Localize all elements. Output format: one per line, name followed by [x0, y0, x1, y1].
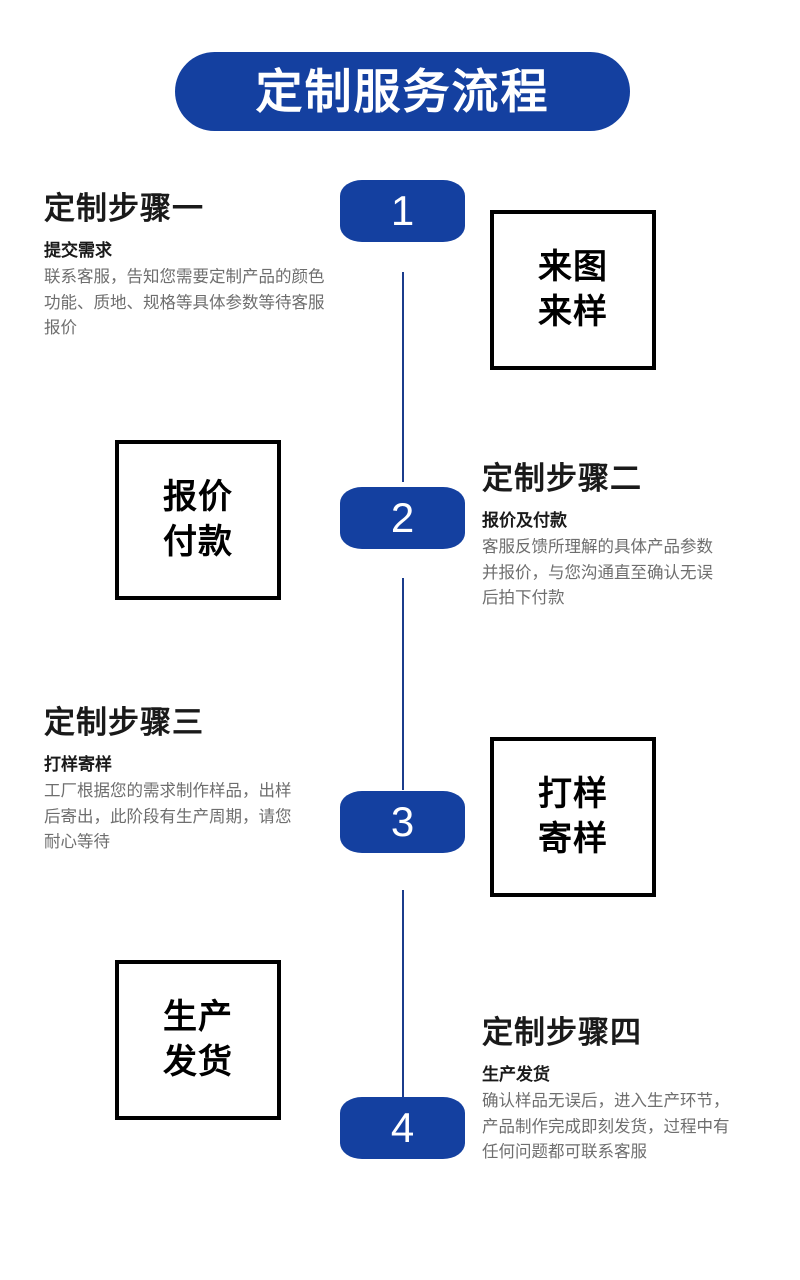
- timeline-spine-segment-1-2: [402, 272, 404, 482]
- step-2-body: 客服反馈所理解的具体产品参数 并报价，与您沟通直至确认无误 后拍下付款: [482, 538, 713, 608]
- step-1-body: 联系客服，告知您需要定制产品的颜色 功能、质地、规格等具体参数等待客服 报价: [44, 268, 325, 338]
- step-1-label-box: 来图 来样: [490, 210, 656, 370]
- step-3-label-box: 打样 寄样: [490, 737, 656, 897]
- step-1-number: 1: [390, 187, 415, 234]
- step-1-number-badge[interactable]: 1: [340, 180, 465, 242]
- step-3-number: 3: [390, 798, 415, 845]
- step-4-subtitle: 生产发货: [482, 1065, 550, 1085]
- step-4-label-box: 生产 发货: [115, 960, 281, 1120]
- step-3-box-line-1: 打样: [538, 775, 608, 814]
- step-4-number: 4: [390, 1104, 415, 1151]
- timeline-spine-segment-2-3: [402, 578, 404, 790]
- page-title-banner: 定制服务流程: [175, 52, 630, 131]
- step-1-box-line-1: 来图: [538, 248, 608, 287]
- step-1-box-line-2: 来样: [538, 293, 608, 331]
- step-2-subtitle: 报价及付款: [482, 511, 567, 531]
- step-1-text-block: 定制步骤一 提交需求 联系客服，告知您需要定制产品的颜色 功能、质地、规格等具体…: [44, 191, 389, 342]
- step-4-text-block: 定制步骤四 生产发货 确认样品无误后，进入生产环节， 产品制作完成即刻发货，过程…: [482, 1015, 800, 1166]
- step-2-box-line-1: 报价: [163, 478, 233, 517]
- step-1-subtitle: 提交需求: [44, 241, 112, 261]
- step-3-box-line-2: 寄样: [538, 820, 608, 858]
- step-4-heading: 定制步骤四: [482, 1015, 642, 1050]
- step-2-text-block: 定制步骤二 报价及付款 客服反馈所理解的具体产品参数 并报价，与您沟通直至确认无…: [482, 461, 800, 612]
- step-3-text-block: 定制步骤三 打样寄样 工厂根据您的需求制作样品，出样 后寄出，此阶段有生产周期，…: [44, 705, 389, 856]
- timeline-spine-segment-3-4: [402, 890, 404, 1098]
- step-1-heading: 定制步骤一: [44, 191, 204, 226]
- step-3-heading: 定制步骤三: [44, 705, 204, 740]
- step-2-box-line-2: 付款: [163, 523, 233, 561]
- step-3-number-badge[interactable]: 3: [340, 791, 465, 853]
- step-4-body: 确认样品无误后，进入生产环节， 产品制作完成即刻发货，过程中有 任何问题都可联系…: [482, 1092, 730, 1162]
- page-title: 定制服务流程: [255, 65, 550, 118]
- step-4-box-line-1: 生产: [163, 998, 233, 1037]
- step-3-body: 工厂根据您的需求制作样品，出样 后寄出，此阶段有生产周期，请您 耐心等待: [44, 782, 292, 852]
- step-2-number-badge[interactable]: 2: [340, 487, 465, 549]
- step-2-label-box: 报价 付款: [115, 440, 281, 600]
- step-4-box-line-2: 发货: [163, 1043, 233, 1081]
- step-4-number-badge[interactable]: 4: [340, 1097, 465, 1159]
- step-2-heading: 定制步骤二: [482, 461, 642, 496]
- step-3-subtitle: 打样寄样: [44, 755, 112, 775]
- step-2-number: 2: [390, 494, 415, 541]
